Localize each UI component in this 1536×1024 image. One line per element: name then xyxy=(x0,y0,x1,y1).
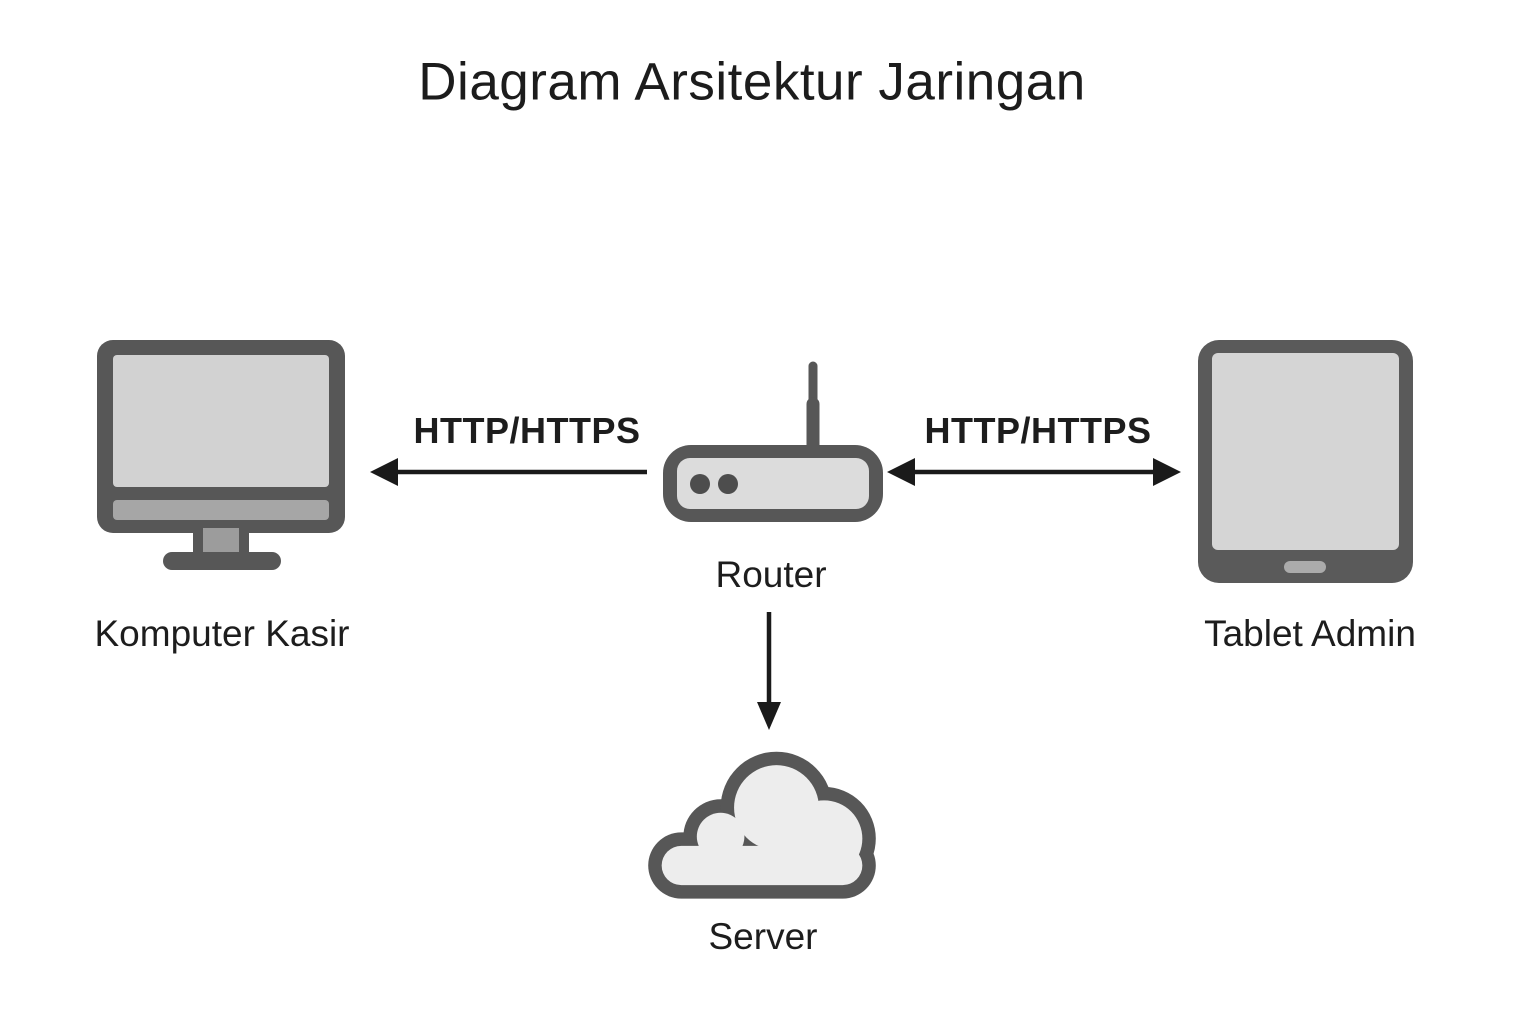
desktop-monitor-icon xyxy=(97,340,345,570)
node-router xyxy=(663,356,883,522)
arrow-router-server-icon xyxy=(749,608,789,732)
node-tablet xyxy=(1198,340,1413,583)
node-komputer-kasir xyxy=(97,340,345,570)
arrow-router-tablet-icon xyxy=(882,454,1186,490)
node-label-server: Server xyxy=(708,916,818,957)
arrow-komputer-router-icon xyxy=(365,454,655,490)
edge-label-komputer-router: HTTP/HTTPS xyxy=(413,410,641,451)
node-label-tablet-admin: Tablet Admin xyxy=(1204,613,1416,654)
node-label-komputer-kasir: Komputer Kasir xyxy=(94,613,350,654)
edge-label-router-tablet: HTTP/HTTPS xyxy=(924,410,1152,451)
node-server xyxy=(642,737,882,903)
tablet-icon xyxy=(1198,340,1413,583)
diagram-title: Diagram Arsitektur Jaringan xyxy=(418,52,1086,112)
cloud-icon xyxy=(642,737,882,903)
router-icon xyxy=(663,356,883,522)
node-label-router: Router xyxy=(715,554,827,595)
